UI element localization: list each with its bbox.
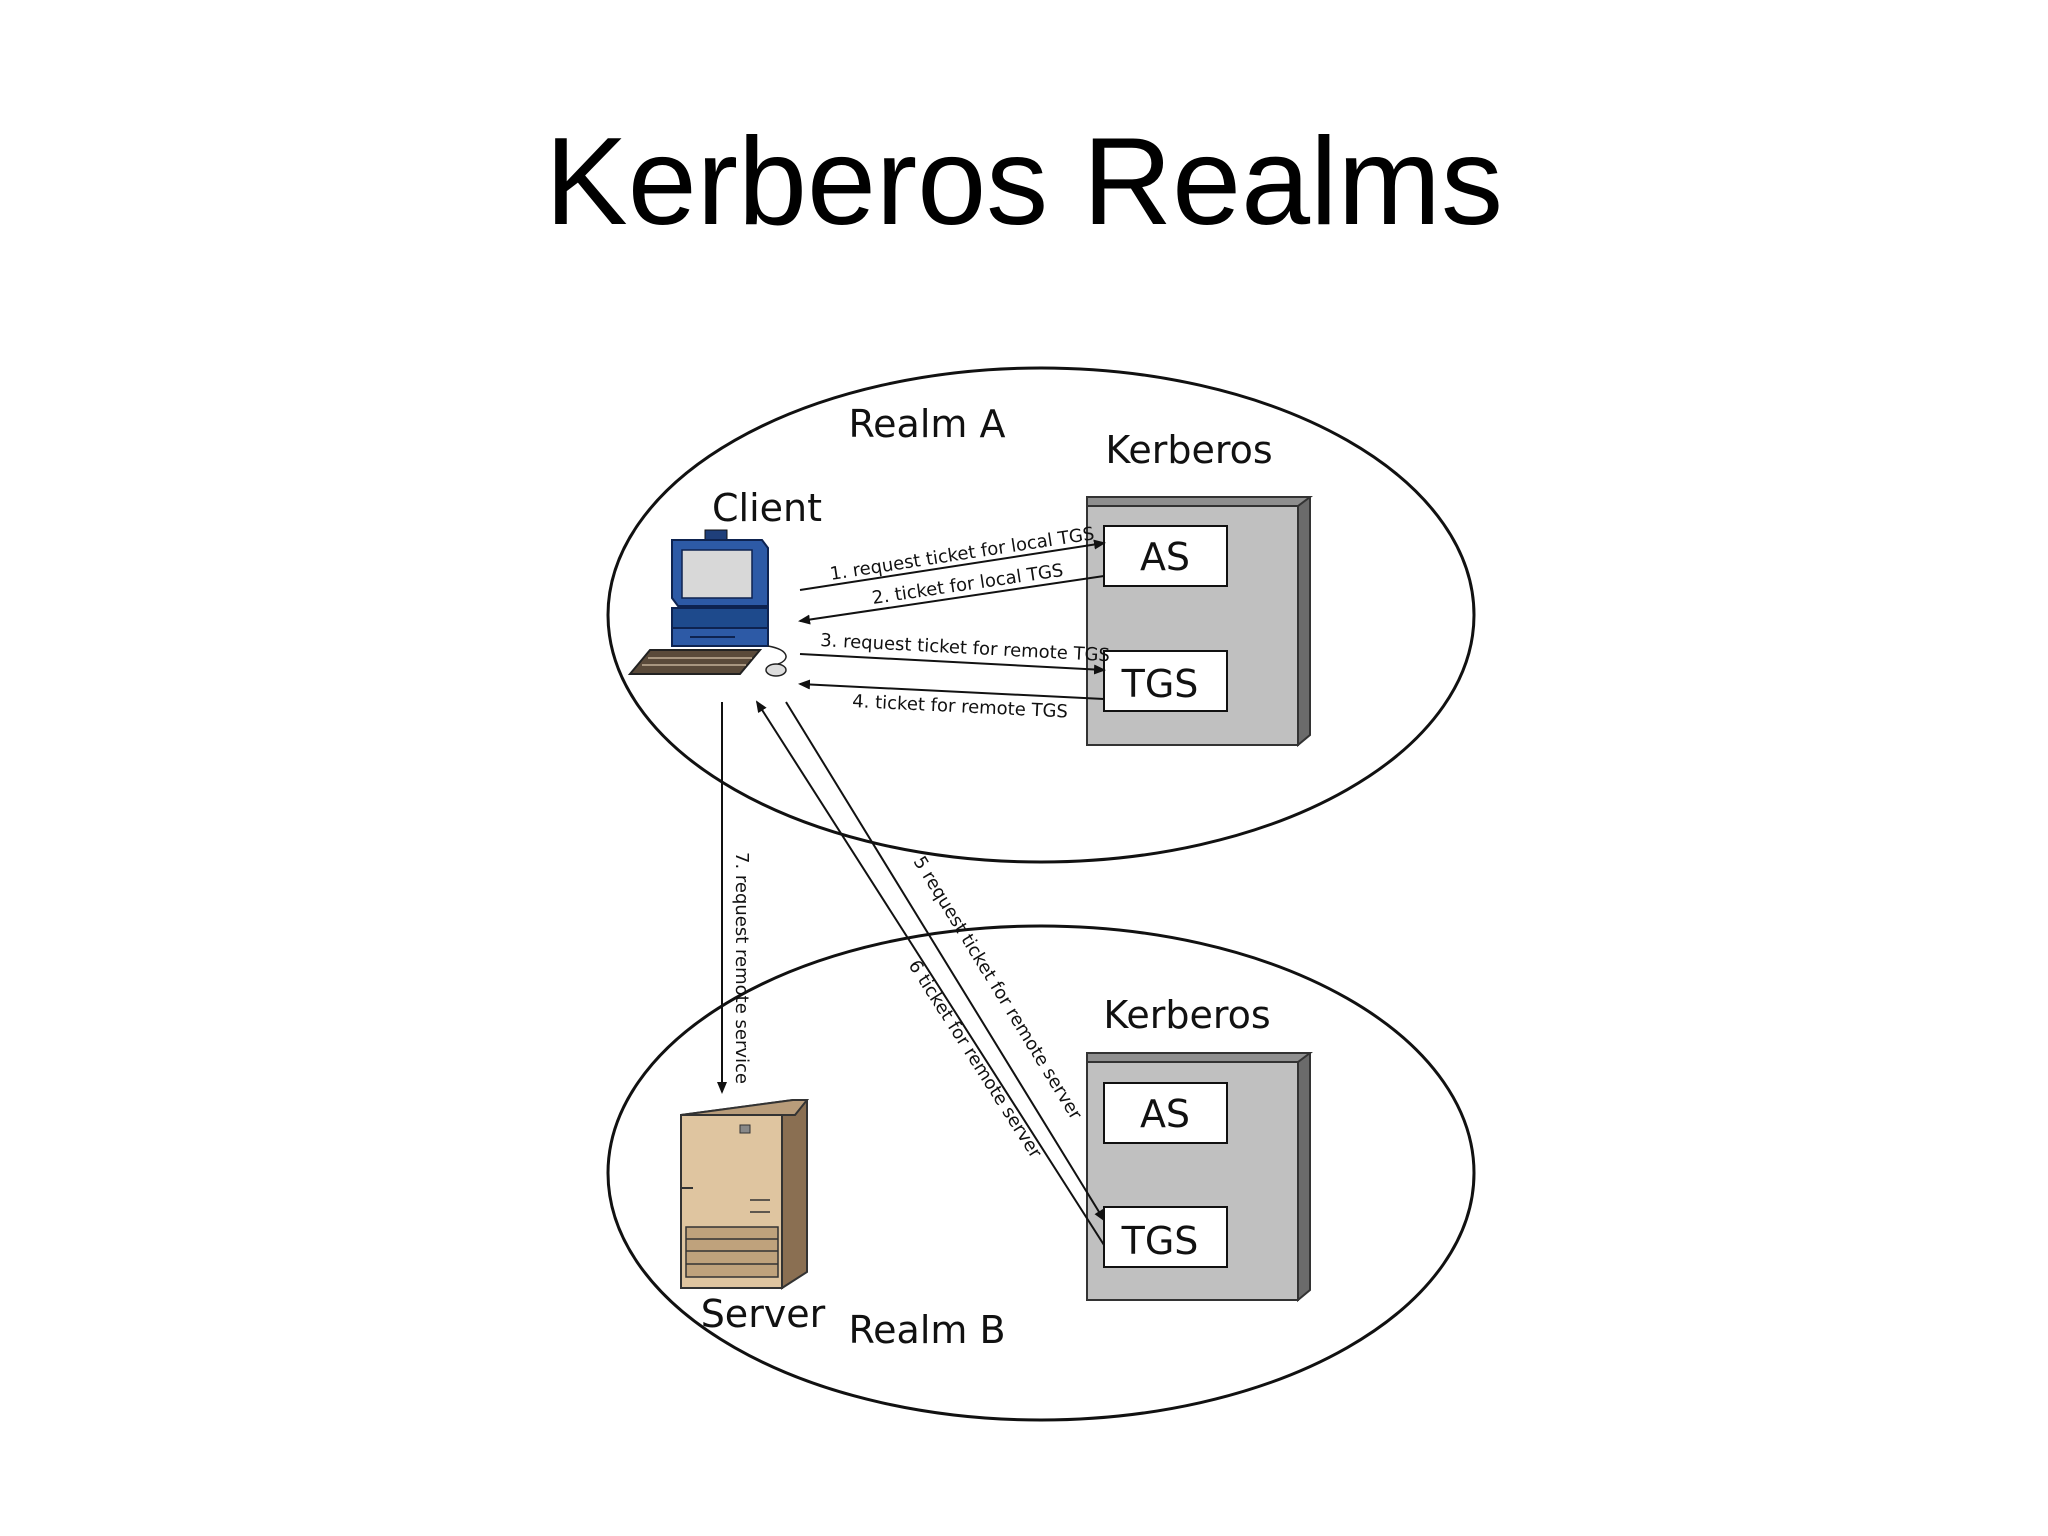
message-6-label: 6 ticket for remote server bbox=[904, 956, 1046, 1162]
realm-a-label: Realm A bbox=[848, 402, 1005, 446]
slide-title: Kerberos Realms bbox=[545, 113, 1503, 251]
realm-b-tgs-label: TGS bbox=[1121, 1219, 1199, 1263]
arrow-5-request-remote-server bbox=[785, 701, 1106, 1222]
realm-b-label: Realm B bbox=[848, 1308, 1005, 1352]
realm-b-as-label: AS bbox=[1140, 1092, 1190, 1136]
server-icon bbox=[680, 1099, 810, 1290]
realm-a-boundary bbox=[606, 366, 1476, 864]
arrow-1-request-local-tgs bbox=[799, 539, 1106, 591]
arrow-2-ticket-local-tgs bbox=[798, 575, 1105, 625]
message-3-label: 3. request ticket for remote TGS bbox=[820, 630, 1111, 666]
realm-b-kerberos-label: Kerberos bbox=[1103, 993, 1270, 1037]
realm-b-tgs-box bbox=[1103, 1206, 1228, 1268]
arrow-4-ticket-remote-tgs bbox=[798, 679, 1105, 700]
client-computer-icon bbox=[627, 529, 787, 677]
arrow-3-request-remote-tgs bbox=[799, 653, 1106, 675]
realm-a-as-label: AS bbox=[1140, 535, 1190, 579]
server-label: Server bbox=[701, 1292, 826, 1336]
realm-b-boundary bbox=[606, 924, 1476, 1422]
realm-a-tgs-box bbox=[1103, 650, 1228, 712]
arrow-6-ticket-remote-server bbox=[755, 700, 1105, 1246]
realm-a-kerberos-label: Kerberos bbox=[1105, 428, 1272, 472]
client-label: Client bbox=[712, 486, 822, 530]
realm-a-tgs-label: TGS bbox=[1121, 662, 1199, 706]
message-7-label: 7. request remote service bbox=[731, 852, 752, 1084]
realm-b-as-box bbox=[1103, 1082, 1228, 1144]
realm-a-as-box bbox=[1103, 525, 1228, 587]
